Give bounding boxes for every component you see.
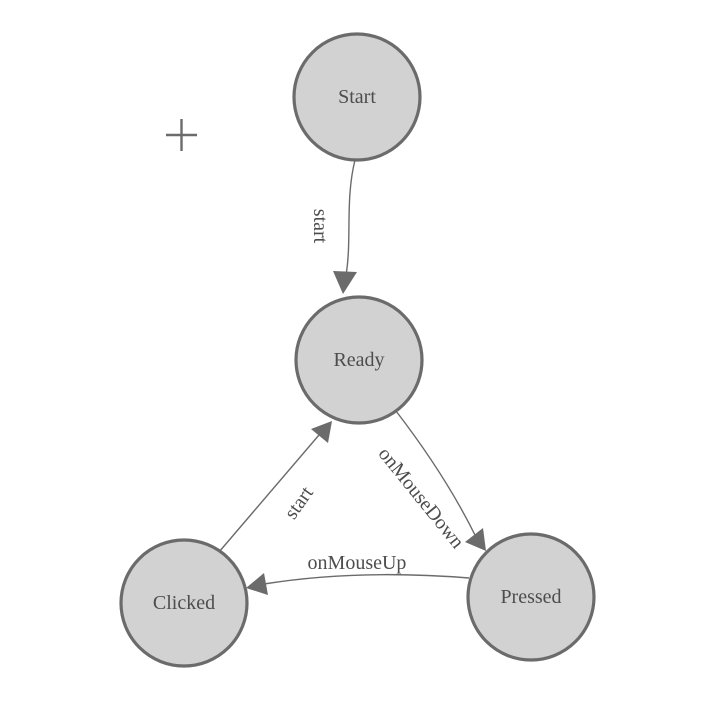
state-label: Ready	[333, 349, 384, 371]
state-circle	[466, 532, 596, 662]
state-node-clicked[interactable]: Clicked	[119, 538, 249, 668]
edge-label: start	[280, 482, 318, 523]
edge-line	[218, 434, 320, 553]
state-node-start[interactable]: Start	[292, 32, 422, 162]
edge-line	[345, 159, 356, 276]
transition-start-to-ready[interactable]: start	[309, 159, 357, 294]
arrowhead-icon	[246, 573, 268, 595]
state-circle	[292, 32, 422, 162]
state-label: Pressed	[500, 586, 561, 608]
edge-label: onMouseDown	[374, 443, 469, 553]
transition-ready-to-pressed[interactable]: onMouseDown	[374, 410, 486, 553]
state-node-pressed[interactable]: Pressed	[466, 532, 596, 662]
transition-pressed-to-clicked[interactable]: onMouseUp	[246, 552, 470, 595]
edge-label: onMouseUp	[308, 552, 407, 574]
edge-label: start	[309, 209, 331, 244]
edge-line	[395, 410, 477, 538]
transition-clicked-to-ready[interactable]: start	[218, 421, 332, 553]
state-circle	[119, 538, 249, 668]
state-circle	[294, 295, 424, 425]
plus-icon	[166, 119, 197, 151]
edge-line	[263, 573, 470, 585]
arrowhead-icon	[333, 271, 357, 294]
state-label: Clicked	[153, 592, 215, 614]
arrowhead-icon	[465, 528, 486, 551]
state-label: Start	[338, 86, 376, 108]
state-node-ready[interactable]: Ready	[294, 295, 424, 425]
arrowhead-icon	[311, 421, 332, 443]
